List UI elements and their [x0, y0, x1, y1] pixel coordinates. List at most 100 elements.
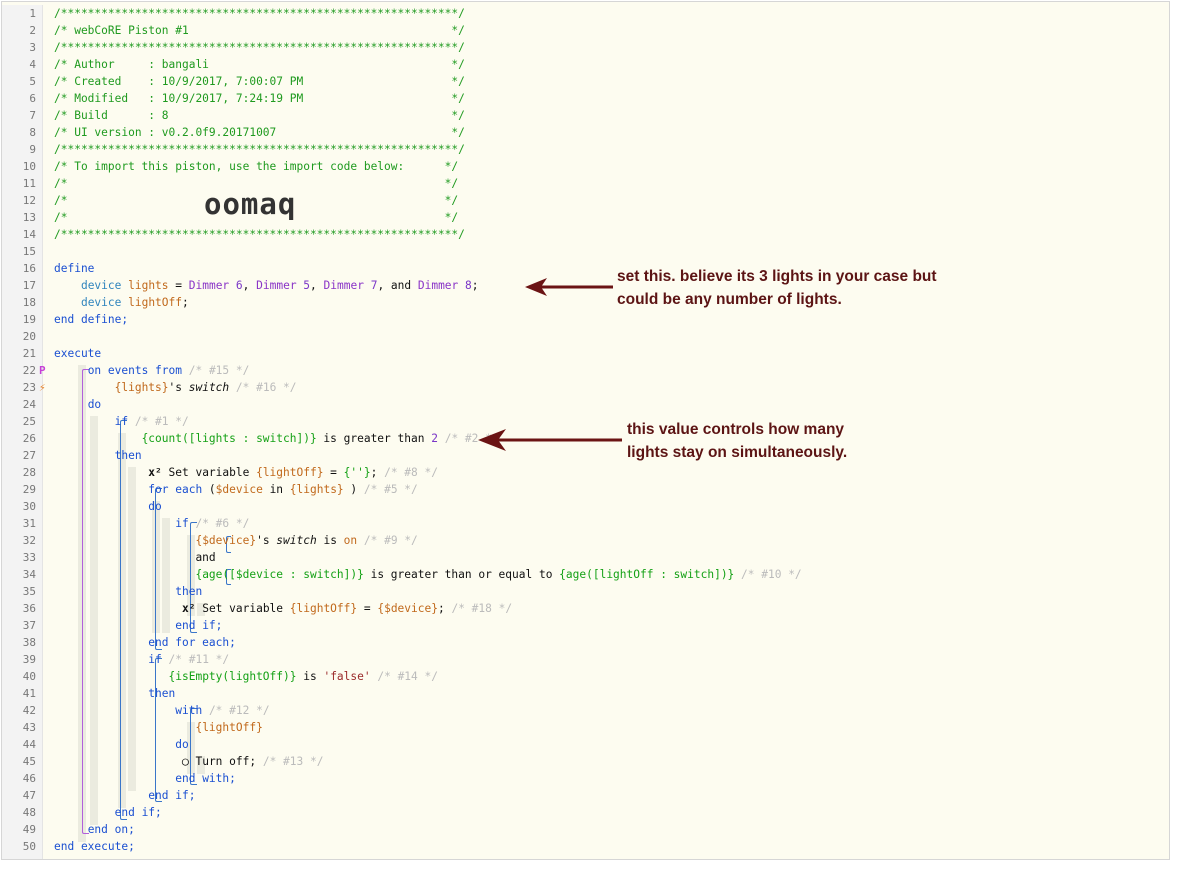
code-token: [54, 823, 88, 836]
code-token: Dimmer: [417, 279, 466, 292]
code-token: /* #9 */: [363, 534, 418, 547]
code-token: end for each;: [148, 636, 236, 649]
code-line: then: [54, 583, 202, 600]
line-number: 35: [22, 585, 36, 598]
code-token: [54, 636, 148, 649]
code-token: /* #16 */: [235, 381, 297, 394]
code-line: /* */: [54, 209, 458, 226]
line-number: 39: [22, 653, 36, 666]
code-token: device: [80, 279, 129, 292]
code-token: /* #11 */: [168, 653, 230, 666]
line-number: 14: [22, 228, 36, 241]
indent-guide: [187, 535, 195, 616]
code-line: /***************************************…: [54, 226, 465, 243]
code-line: {isEmpty(lightOff)} is 'false' /* #14 */: [54, 668, 438, 685]
code-token: {lightOff}: [289, 602, 358, 615]
code-token: 7: [370, 279, 378, 292]
code-token: x²: [148, 466, 162, 479]
indent-guide: [197, 603, 205, 616]
code-token: ;: [182, 296, 189, 309]
code-token: {lightOff}: [256, 466, 324, 479]
code-token: /* */: [54, 177, 459, 190]
code-line: end execute;: [54, 838, 135, 855]
code-token: [54, 364, 88, 377]
code-token: [54, 279, 81, 292]
code-token: on events from: [87, 364, 189, 377]
code-token: end if;: [175, 619, 223, 632]
code-token: [54, 415, 115, 428]
code-line: /* */: [54, 175, 458, 192]
code-token: /***************************************…: [54, 41, 465, 54]
import-code: oomaq: [204, 187, 297, 221]
code-token: [54, 670, 169, 683]
code-token: {isEmpty(lightOff)}: [168, 670, 297, 683]
code-line: /***************************************…: [54, 141, 465, 158]
code-token: {age([$device : switch])}: [195, 568, 364, 581]
code-token: , and: [377, 279, 418, 292]
code-token: /***************************************…: [54, 143, 465, 156]
line-number: 15: [22, 245, 36, 258]
code-token: /* #10 */: [741, 568, 802, 581]
if-block-inner: [190, 522, 197, 633]
code-token: /* #14 */: [377, 670, 438, 683]
code-token: {lights}: [289, 483, 344, 496]
line-number: 27: [22, 449, 36, 462]
code-line: /***************************************…: [54, 5, 465, 22]
annotation-arrow-1: [525, 278, 613, 296]
code-line: ◯ Turn off; /* #13 */: [54, 753, 323, 770]
lightning-icon: ⚡: [39, 381, 46, 394]
code-token: ;: [370, 466, 385, 479]
annotation-note-lights: set this. believe its 3 lights in your c…: [617, 265, 937, 311]
code-token: 's: [256, 534, 277, 547]
code-line: end if;: [54, 787, 195, 804]
line-number: 8: [29, 126, 36, 139]
indent-guide: [90, 416, 98, 825]
if-block-second: [155, 658, 162, 802]
code-line: then: [54, 447, 142, 464]
line-number: 31: [22, 517, 36, 530]
code-token: /* #15 */: [188, 364, 250, 377]
code-token: /* Created : 10/9/2017, 7:00:07 PM */: [54, 75, 465, 88]
code-token: 's: [168, 381, 189, 394]
code-token: lightOff: [128, 296, 182, 309]
line-number: 10: [22, 160, 36, 173]
code-token: and: [54, 551, 216, 564]
code-token: if: [114, 415, 135, 428]
code-token: /***************************************…: [54, 228, 465, 241]
code-token: Turn off;: [188, 755, 263, 768]
code-token: [54, 449, 115, 462]
code-token: $device: [215, 483, 263, 496]
code-line: if /* #1 */: [54, 413, 189, 430]
line-number: 37: [22, 619, 36, 632]
code-line: /* webCoRE Piston #1 */: [54, 22, 465, 39]
code-token: {lights}: [114, 381, 169, 394]
code-line: do: [54, 498, 161, 515]
line-number: 7: [29, 109, 36, 122]
code-line: do: [54, 396, 101, 413]
line-number: 21: [22, 347, 36, 360]
code-token: [54, 738, 175, 751]
line-number: 28: [22, 466, 36, 479]
code-token: 5: [303, 279, 311, 292]
code-token: with: [175, 704, 209, 717]
line-number: 22: [22, 364, 36, 377]
code-line: end if;: [54, 617, 222, 634]
line-number: 30: [22, 500, 36, 513]
line-number: 18: [22, 296, 36, 309]
code-token: /* #6 */: [195, 517, 250, 530]
code-token: {age([lightOff : switch])}: [559, 568, 735, 581]
code-token: [54, 585, 175, 598]
code-line: end for each;: [54, 634, 236, 651]
code-token: /* Modified : 10/9/2017, 7:24:19 PM */: [54, 92, 465, 105]
line-number: 6: [29, 92, 36, 105]
code-token: [54, 789, 148, 802]
code-token: device: [80, 296, 129, 309]
code-token: ,: [242, 279, 257, 292]
indent-guide: [128, 467, 136, 791]
code-line: {$device}'s switch is on /* #9 */: [54, 532, 418, 549]
code-line: /* Author : bangali */: [54, 56, 465, 73]
line-number: 24: [22, 398, 36, 411]
code-token: /* #12 */: [208, 704, 270, 717]
code-token: [229, 381, 236, 394]
